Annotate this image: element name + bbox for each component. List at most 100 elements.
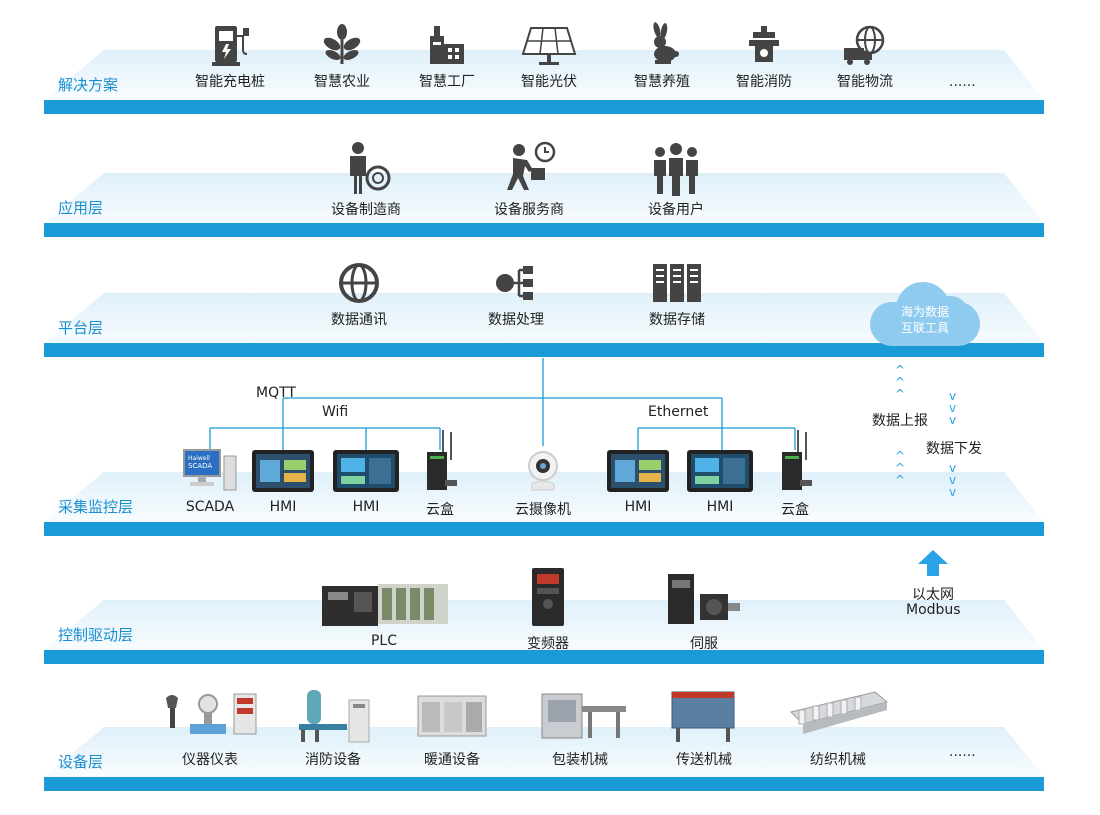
collection-item-camera: 云摄像机	[495, 446, 591, 519]
collection-label: 云盒	[781, 502, 809, 518]
control-label: PLC	[370, 633, 398, 649]
globe-network-icon	[339, 263, 379, 303]
cloud-shape	[930, 296, 970, 336]
layer-label-platform: 平台层	[58, 319, 104, 337]
fire-hydrant-icon	[749, 26, 779, 62]
solution-label: 智能充电桩	[195, 74, 265, 90]
collection-item-scada: Haiwell SCADA SCADA	[162, 446, 258, 515]
solution-label: 智能物流	[837, 74, 893, 90]
device-label: 仪器仪表	[182, 752, 238, 768]
platform-item-storage: 数据存储	[629, 260, 725, 329]
instruments-icon	[166, 693, 257, 735]
network-label-ethernet: 以太网	[912, 587, 954, 603]
server-storage-icon	[653, 264, 701, 302]
layer-bar	[44, 100, 1044, 114]
servo-icon	[668, 574, 740, 624]
solutions-more: ......	[949, 74, 976, 90]
scada-screen-line1: Haiwell	[188, 455, 210, 462]
layer-bar	[44, 522, 1044, 536]
app-label: 设备服务商	[494, 202, 564, 218]
factory-icon	[430, 26, 464, 64]
solution-item-agriculture: 智慧农业	[294, 22, 390, 91]
control-label: 伺服	[690, 636, 718, 652]
app-label: 设备制造商	[331, 202, 401, 218]
protocol-wifi: Wifi	[322, 404, 349, 420]
cloud-text: 海为数据 互联工具	[866, 304, 984, 336]
packaging-machine-icon	[541, 693, 626, 739]
device-label: 纺织机械	[810, 752, 866, 768]
layer-label-device: 设备层	[58, 753, 104, 771]
cloud-text-line2: 互联工具	[900, 321, 949, 335]
rabbit-icon	[653, 22, 679, 64]
solution-item-charging: 智能充电桩	[182, 22, 278, 91]
device-label: 传送机械	[676, 752, 732, 768]
conveyor-icon	[671, 691, 735, 742]
hmi-panel-icon	[252, 450, 314, 492]
protocol-ethernet: Ethernet	[648, 404, 709, 420]
device-item-instruments: 仪器仪表	[160, 690, 260, 769]
device-item-conveyor: 传送机械	[656, 686, 752, 769]
service-provider-icon	[507, 141, 556, 190]
platform-label: 数据通讯	[331, 312, 387, 328]
protocol-mqtt: MQTT	[256, 385, 296, 401]
collection-item-hmi-4: HMI	[672, 446, 768, 515]
collection-item-cloudbox-2: 云盒	[747, 426, 843, 519]
layer-plate	[44, 50, 1044, 100]
collection-label: 云摄像机	[515, 502, 571, 518]
devices-more: ......	[949, 744, 976, 760]
collection-label: 云盒	[426, 502, 454, 518]
device-label: 消防设备	[305, 752, 361, 768]
collection-label: HMI	[269, 499, 297, 515]
solar-panel-icon	[521, 27, 577, 65]
collection-label: HMI	[624, 499, 652, 515]
collection-item-hmi-1: HMI	[235, 446, 331, 515]
plant-icon	[323, 24, 361, 64]
solution-item-logistics: 智能物流	[817, 22, 913, 91]
layer-bar	[44, 223, 1044, 237]
upload-arrows-bottom: ^^^	[895, 449, 906, 487]
collection-item-cloudbox-1: 云盒	[392, 426, 488, 519]
layer-bar	[44, 343, 1044, 357]
ethernet-up-arrow-icon	[918, 550, 948, 576]
device-label: 暖通设备	[424, 752, 480, 768]
layer-label-application: 应用层	[58, 199, 104, 217]
solution-item-farming: 智慧养殖	[614, 22, 710, 91]
flow-upload-label: 数据上报	[872, 413, 928, 429]
solution-label: 智慧工厂	[419, 74, 475, 90]
scada-screen-line2: SCADA	[188, 462, 212, 470]
collection-item-hmi-3: HMI	[590, 446, 686, 515]
control-item-servo: 伺服	[656, 570, 752, 653]
hmi-panel-icon	[607, 450, 669, 492]
app-item-service-provider: 设备服务商	[481, 140, 577, 219]
layer-plate	[44, 173, 1044, 223]
inverter-icon	[532, 568, 564, 626]
app-item-manufacturer: 设备制造商	[318, 140, 414, 219]
solution-label: 智能消防	[736, 74, 792, 90]
network-label-modbus: Modbus	[906, 602, 961, 618]
solution-label: 智能光伏	[521, 74, 577, 90]
device-item-hvac: 暖通设备	[404, 690, 500, 769]
manufacturer-icon	[350, 142, 391, 194]
data-processing-icon	[496, 266, 533, 300]
platform-item-communication: 数据通讯	[311, 260, 407, 329]
fire-equipment-icon	[299, 690, 370, 743]
control-item-plc: PLC	[314, 578, 454, 649]
upload-arrows-top: ^^^	[895, 363, 906, 401]
control-label: 变频器	[527, 636, 569, 652]
textile-machine-icon	[790, 691, 889, 734]
device-label: 包装机械	[552, 752, 608, 768]
solution-label: 智慧养殖	[634, 74, 690, 90]
layer-bar	[44, 650, 1044, 664]
layer-bar	[44, 777, 1044, 791]
cloud-text-line1: 海为数据	[900, 305, 949, 319]
solution-label: 智慧农业	[314, 74, 370, 90]
device-item-packaging: 包装机械	[525, 684, 635, 769]
collection-item-hmi-2: HMI	[318, 446, 414, 515]
solution-item-solar: 智能光伏	[501, 22, 597, 91]
layer-label-collection: 采集监控层	[58, 498, 134, 516]
users-group-icon	[654, 143, 698, 196]
hmi-panel-icon	[333, 450, 399, 492]
charging-pile-icon	[212, 26, 249, 66]
